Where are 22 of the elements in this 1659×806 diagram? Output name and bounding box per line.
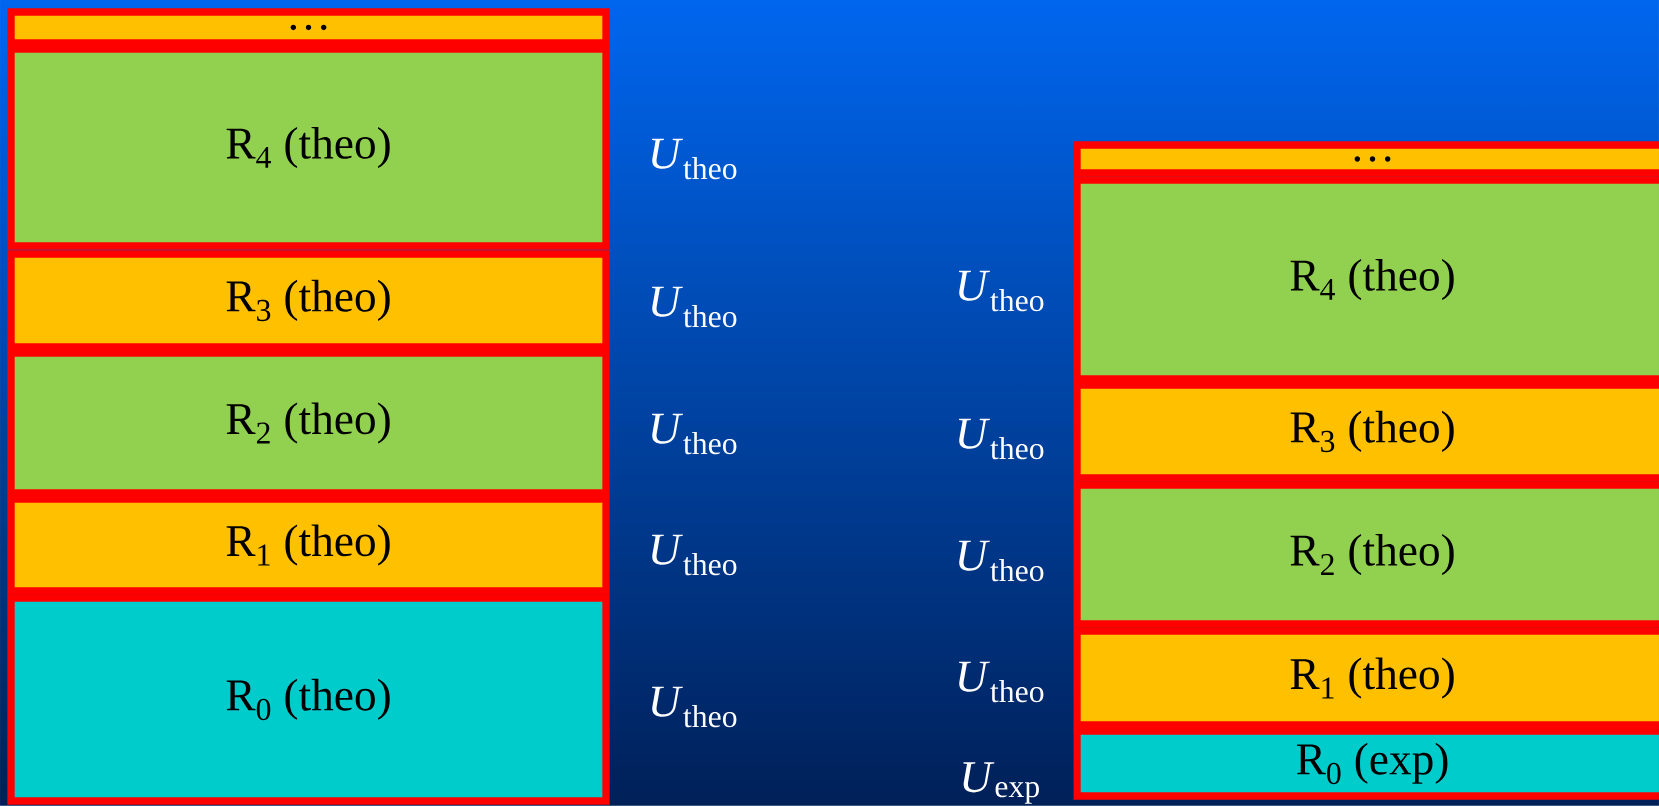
- layer-box: R$_{1}$ (theo): [1073, 627, 1659, 729]
- variable-label: U$_{theo}$: [651, 534, 737, 576]
- variable-label: U$_{theo}$: [651, 686, 737, 728]
- layer-box: R$_{0}$ (theo): [7, 594, 610, 805]
- variable-label: U$_{theo}$: [651, 286, 737, 328]
- variable-label: U$_{exp}$: [963, 762, 1039, 804]
- variable-label: U$_{theo}$: [958, 418, 1044, 460]
- layer-box: R$_{1}$ (theo): [7, 495, 610, 595]
- variable-label: U$_{theo}$: [958, 270, 1044, 312]
- layer-box: R$_{4}$ (theo): [7, 45, 610, 250]
- variable-label: U$_{theo}$: [958, 540, 1044, 582]
- variable-label: U$_{theo}$: [651, 413, 737, 455]
- layer-box: …: [7, 8, 610, 47]
- layer-box: R$_{3}$ (theo): [1073, 381, 1659, 482]
- variable-label: U$_{theo}$: [651, 138, 737, 180]
- layer-box: R$_{2}$ (theo): [1073, 481, 1659, 628]
- layer-box: …: [1073, 141, 1659, 177]
- layer-box: R$_{2}$ (theo): [7, 349, 610, 497]
- variable-label: U$_{theo}$: [958, 661, 1044, 703]
- layer-box: R$_{0}$ (exp): [1073, 727, 1659, 800]
- layer-box: R$_{4}$ (theo): [1073, 176, 1659, 383]
- layer-box: R$_{3}$ (theo): [7, 250, 610, 351]
